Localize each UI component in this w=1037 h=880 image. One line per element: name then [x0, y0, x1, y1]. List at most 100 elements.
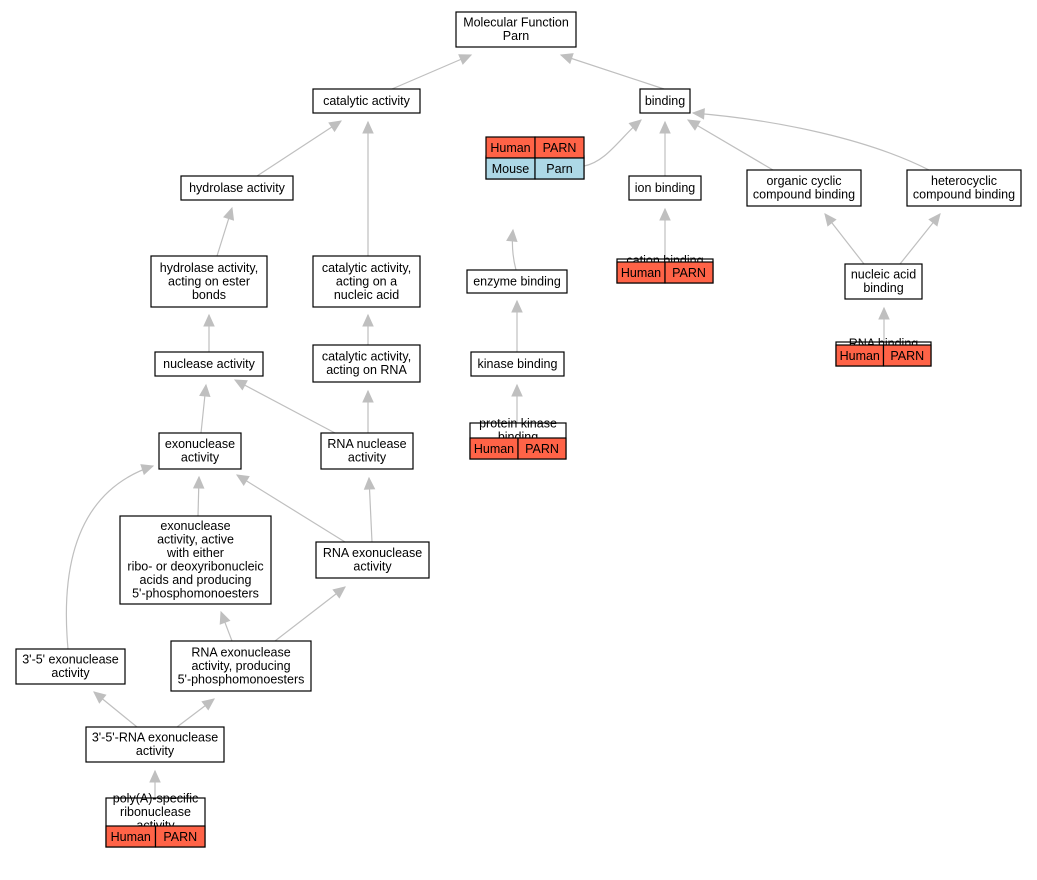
term-label-line: nuclease activity: [163, 357, 255, 371]
term-label-line: activity: [51, 666, 90, 680]
gene-label: Parn: [546, 162, 572, 176]
term-label-line: binding: [863, 281, 903, 295]
edge-catalytic_nucleic-to-catalytic_activity: [362, 120, 374, 256]
edge-kinase_binding-to-enzyme_binding: [511, 299, 523, 352]
term-label-line: activity: [136, 744, 175, 758]
term-label-line: nucleic acid: [334, 288, 399, 302]
gene-cell: [534, 157, 585, 180]
term-label-line: hydrolase activity,: [160, 261, 258, 275]
term-label-line: heterocyclic: [931, 174, 997, 188]
edge-organic_cyclic-to-binding: [686, 119, 774, 171]
edge-exonuclease_35-to-exonuclease_activity: [65, 464, 155, 650]
term-label-line: Molecular Function: [463, 16, 569, 30]
term-node-kinase-binding[interactable]: kinase binding: [470, 351, 565, 377]
edge-heterocyclic-to-binding: [691, 108, 930, 171]
gene-label: PARN: [672, 266, 706, 280]
edge-hydrolase_ester-to-hydrolase_activity: [216, 206, 235, 257]
gene-label: PARN: [543, 141, 577, 155]
term-node-ion-binding[interactable]: ion binding: [628, 175, 702, 201]
term-node-protein-binding[interactable]: protein bindingHumanPARNMouseParn: [485, 136, 585, 180]
term-label-line: catalytic activity,: [322, 261, 411, 275]
term-label-line: 5'-phosphomonoesters: [132, 587, 259, 601]
term-label-line: with either: [166, 546, 224, 560]
edge-rna_exonuclease-to-rna_nuclease: [363, 476, 376, 543]
term-label-line: exonuclease: [165, 437, 235, 451]
term-label-line: activity, producing: [191, 659, 290, 673]
gene-label: PARN: [525, 442, 559, 456]
term-label-line: acting on RNA: [326, 363, 407, 377]
term-label-line: binding: [645, 94, 685, 108]
species-label: Human: [621, 266, 661, 280]
term-node-binding[interactable]: binding: [639, 88, 691, 114]
edge-rna_nuclease-to-nuclease_activity: [233, 379, 336, 434]
term-label-line: activity: [353, 560, 392, 574]
term-label-line: exonuclease: [160, 519, 230, 533]
edge-nucleic_acid_binding-to-heterocyclic: [899, 213, 941, 265]
term-label-line: compound binding: [753, 188, 855, 202]
term-node-polya-ribonuclease[interactable]: poly(A)-specificribonucleaseactivityHuma…: [105, 791, 206, 848]
edge-polya_ribonuclease-to-rna_exonuclease_35: [149, 769, 161, 798]
term-node-enzyme-binding[interactable]: enzyme binding: [466, 269, 568, 294]
term-label-line: catalytic activity,: [322, 350, 411, 364]
gene-cell: [154, 825, 206, 848]
term-label-line: nucleic acid: [851, 268, 916, 282]
edge-rna_exonuclease_5p-to-rna_exonuclease: [274, 586, 346, 642]
species-label: Human: [474, 442, 514, 456]
gene-cell: [882, 344, 932, 367]
term-label-line: kinase binding: [478, 357, 558, 371]
term-label-line: ion binding: [635, 181, 696, 195]
edge-cation_binding-to-ion_binding: [659, 207, 671, 259]
term-label-line: 3'-5' exonuclease: [22, 653, 119, 667]
species-label: Human: [111, 830, 151, 844]
term-label-line: acting on a: [336, 274, 397, 288]
term-label-line: 5'-phosphomonoesters: [178, 672, 305, 686]
gene-cell: [664, 261, 714, 284]
term-label-line: ribonuclease: [120, 805, 191, 819]
term-node-nuclease-activity[interactable]: nuclease activity: [154, 351, 264, 377]
term-label-line: RNA exonuclease: [191, 645, 290, 659]
term-label-line: ribo- or deoxyribonucleic: [127, 560, 263, 574]
term-node-hydrolase-activity[interactable]: hydrolase activity: [180, 175, 294, 201]
gene-label: PARN: [890, 349, 924, 363]
term-label-line: activity, active: [157, 533, 234, 547]
edge-protein_binding-to-binding: [583, 119, 642, 167]
edge-enzyme_binding-to-protein_binding: [506, 228, 518, 271]
gene-label: PARN: [163, 830, 197, 844]
gene-cell: [517, 437, 567, 460]
edge-ion_binding-to-binding: [659, 120, 671, 176]
edge-binding-to-molecular_function: [559, 53, 665, 90]
edge-exonuclease_5p-to-exonuclease_activity: [192, 475, 205, 517]
term-label-line: organic cyclic: [766, 174, 841, 188]
edge-rna_binding-to-nucleic_acid_binding: [878, 306, 890, 342]
edge-nucleic_acid_binding-to-organic_cyclic: [824, 213, 865, 265]
term-label-line: RNA nuclease: [327, 437, 406, 451]
species-label: Mouse: [492, 162, 530, 176]
species-label: Human: [490, 141, 530, 155]
edge-layer: [65, 53, 941, 798]
edge-protein_kinase_binding-to-kinase_binding: [511, 383, 523, 423]
term-node-catalytic-rna[interactable]: catalytic activity,acting on RNA: [312, 344, 421, 383]
term-label-line: acids and producing: [140, 573, 252, 587]
edge-nuclease_activity-to-hydrolase_ester: [203, 313, 215, 352]
term-node-catalytic-activity[interactable]: catalytic activity: [312, 88, 421, 114]
term-label-line: bonds: [192, 288, 226, 302]
term-label-line: activity: [348, 451, 387, 465]
